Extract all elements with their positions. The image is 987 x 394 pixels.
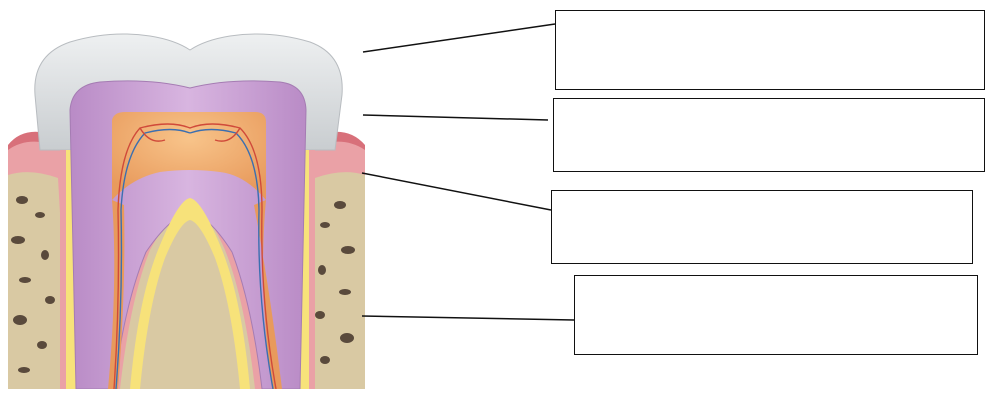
leader-lines (362, 24, 574, 320)
leader-line-4 (362, 316, 574, 320)
label-box-3[interactable] (551, 190, 973, 264)
label-box-1[interactable] (555, 10, 985, 90)
leader-line-3 (362, 173, 551, 210)
leader-line-1 (363, 24, 555, 52)
leader-line-2 (363, 115, 548, 120)
label-box-2[interactable] (553, 98, 985, 172)
label-box-4[interactable] (574, 275, 978, 355)
